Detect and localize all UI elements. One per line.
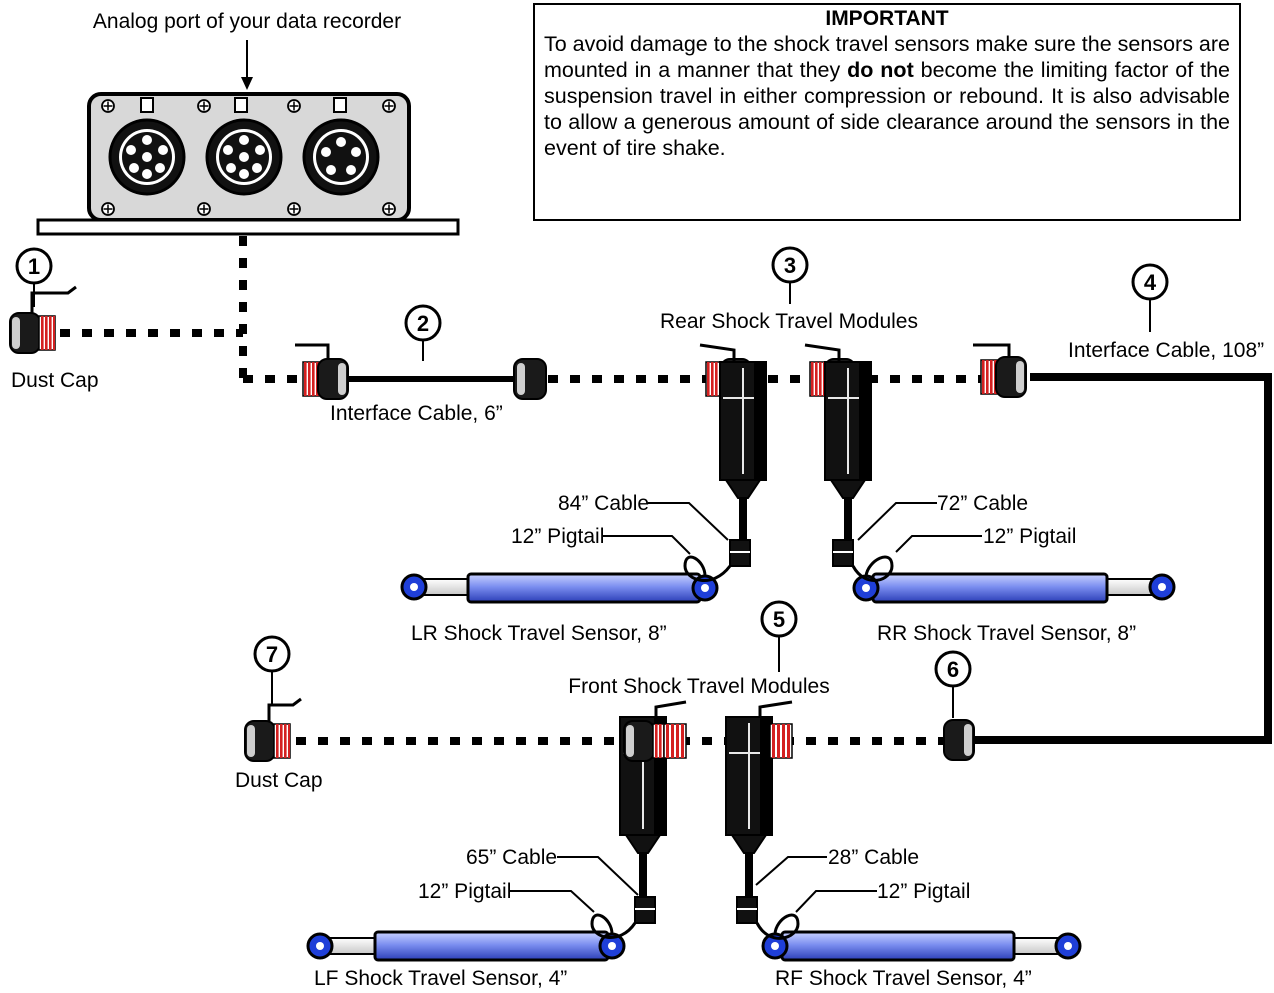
- callout-2-number: 2: [417, 311, 429, 336]
- leader-lines: [33, 283, 1151, 913]
- callout-1: 1: [15, 247, 53, 285]
- data-recorder: [36, 92, 460, 236]
- rf-sensor-label: RF Shock Travel Sensor, 4”: [775, 967, 1032, 990]
- important-text: To avoid damage to the shock travel sens…: [544, 31, 1230, 161]
- important-title: IMPORTANT: [825, 7, 949, 30]
- callout-5: 5: [760, 600, 798, 638]
- rear-modules-label: Rear Shock Travel Modules: [660, 310, 918, 333]
- pigtail-lf-label: 12” Pigtail: [418, 880, 511, 903]
- dust-cap-7: [244, 697, 302, 762]
- cable-28-label: 28” Cable: [828, 846, 919, 869]
- interface-cable-6in-label: Interface Cable, 6”: [330, 402, 503, 425]
- cable-65-label: 65” Cable: [466, 846, 557, 869]
- dust-cap-1: [9, 285, 77, 354]
- recorder-arrow-head: [241, 77, 253, 90]
- callout-4-number: 4: [1144, 270, 1157, 295]
- important-notice: IMPORTANT To avoid damage to the shock t…: [533, 3, 1241, 221]
- rear-module-left: [699, 343, 767, 567]
- analog-port-3: [302, 97, 380, 196]
- dust-cap-1-label: Dust Cap: [11, 369, 99, 392]
- important-text-part-1: To avoid damage to the shock travel sens…: [544, 32, 1230, 82]
- lr-sensor-label: LR Shock Travel Sensor, 8”: [411, 622, 667, 645]
- callout-4: 4: [1131, 263, 1169, 301]
- interface-cable-108in-label: Interface Cable, 108”: [1068, 339, 1264, 362]
- lr-shock-travel-sensor: [400, 555, 732, 604]
- pigtail-rr-label: 12” Pigtail: [983, 525, 1076, 548]
- callout-7-number: 7: [266, 642, 278, 667]
- interface-cable-108in-end-plug: [943, 719, 975, 761]
- callout-2: 2: [404, 304, 442, 342]
- lf-sensor-label: LF Shock Travel Sensor, 4”: [314, 967, 567, 990]
- analog-port-2: [205, 97, 283, 196]
- front-modules-label: Front Shock Travel Modules: [568, 675, 829, 698]
- callout-5-number: 5: [773, 607, 785, 632]
- cable-84-label: 84” Cable: [558, 492, 649, 515]
- rr-shock-travel-sensor: [851, 555, 1176, 604]
- interface-cable-108in: [972, 373, 1272, 744]
- interface-cable-6in-right-connector: [513, 358, 547, 400]
- interface-cable-6in-left-connector: [295, 343, 349, 400]
- pigtail-rf-label: 12” Pigtail: [877, 880, 970, 903]
- dust-cap-7-label: Dust Cap: [235, 769, 323, 792]
- callout-1-number: 1: [28, 254, 40, 279]
- important-text-part-2: become the limiting factor of the suspen…: [544, 58, 1230, 160]
- interface-cable-108in-connector: [973, 343, 1027, 398]
- dotted-lines: [60, 236, 982, 745]
- front-module-right: [725, 700, 793, 924]
- rear-module-right: [804, 343, 872, 567]
- recorder-label: Analog port of your data recorder: [93, 10, 401, 33]
- important-text-emphasis: do not: [847, 58, 914, 82]
- callout-7: 7: [253, 635, 291, 673]
- lf-shock-travel-sensor: [306, 913, 637, 962]
- callout-6: 6: [934, 650, 972, 688]
- analog-port-1: [108, 97, 186, 196]
- pigtail-lr-label: 12” Pigtail: [511, 525, 604, 548]
- cable-72-label: 72” Cable: [937, 492, 1028, 515]
- rf-shock-travel-sensor: [755, 913, 1082, 962]
- callout-3-number: 3: [784, 253, 796, 278]
- rr-sensor-label: RR Shock Travel Sensor, 8”: [877, 622, 1136, 645]
- front-module-left: [619, 700, 687, 924]
- callout-6-number: 6: [947, 657, 959, 682]
- callout-3: 3: [771, 246, 809, 284]
